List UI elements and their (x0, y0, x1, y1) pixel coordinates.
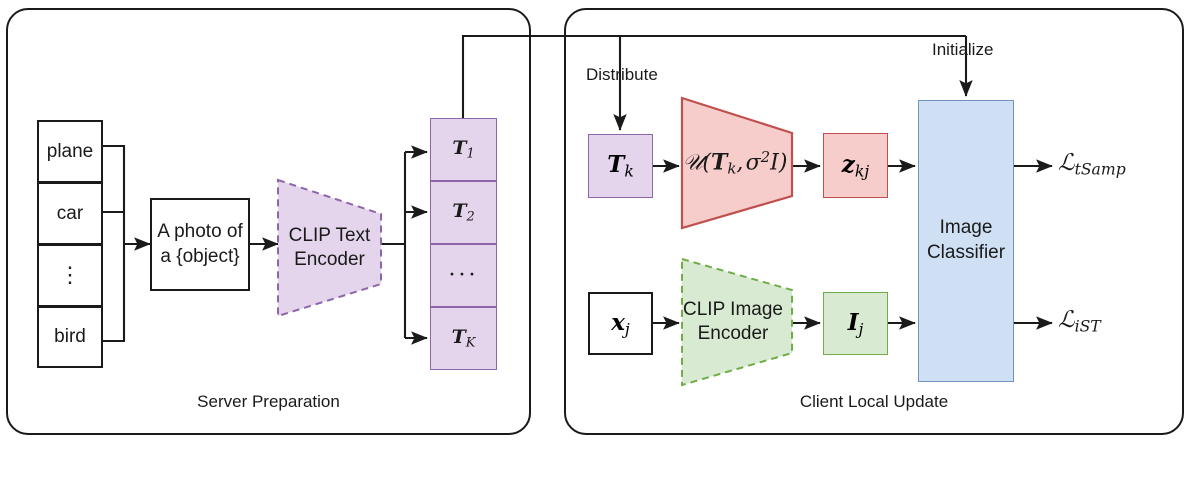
prompt-line-1: A photo of (157, 220, 243, 242)
T1-glyph: T1 (452, 137, 475, 162)
prompt-line-2: a {object} (160, 245, 240, 267)
image-feature-box: Ij (823, 292, 888, 355)
prompt-template-box: A photo of a {object} (150, 198, 250, 291)
text-feature-TK: TK (430, 307, 497, 370)
panel-client-local-update (564, 8, 1184, 435)
class-label-car: car (37, 182, 103, 244)
loss-ist-sub: iST (1074, 316, 1101, 336)
zkj-glyph: zkj (841, 150, 870, 181)
panel-server-caption: Server Preparation (197, 392, 340, 411)
gaussian-sampler-shape (680, 96, 794, 230)
clip-text-encoder-shape (276, 178, 383, 318)
client-text-feature-box: Tk (588, 134, 653, 198)
panel-server-preparation (6, 8, 531, 435)
T2-glyph: T2 (452, 200, 475, 225)
loss-tsamp: ℒtSamp (1058, 150, 1126, 178)
edge-label-initialize: Initialize (932, 40, 994, 59)
text-feature-T1: T1 (430, 118, 497, 181)
classifier-line-2: Classifier (926, 242, 1006, 263)
edge-label-distribute: Distribute (586, 65, 658, 84)
Tk-glyph: Tk (607, 151, 634, 181)
loss-tsamp-sub: tSamp (1074, 159, 1126, 179)
loss-ist-symbol: ℒ (1058, 307, 1075, 333)
panel-client-caption: Client Local Update (799, 392, 949, 411)
class-label-bird: bird (37, 306, 103, 368)
vertical-ellipsis-glyph: ⋮ (59, 262, 81, 288)
sampled-feature-box: zkj (823, 133, 888, 198)
text-feature-ellipsis: ··· (430, 244, 497, 307)
loss-tsamp-symbol: ℒ (1058, 150, 1075, 176)
classifier-line-1: Image (939, 217, 993, 239)
Ij-glyph: Ij (847, 308, 864, 339)
image-input-box: xj (588, 292, 653, 355)
clip-image-encoder-shape (680, 257, 794, 387)
text-feature-T2: T2 (430, 181, 497, 244)
class-label-ellipsis: ⋮ (37, 244, 103, 306)
image-classifier-box: Image Classifier (918, 100, 1014, 382)
xj-glyph: xj (611, 308, 630, 339)
class-label-plane: plane (37, 120, 103, 182)
loss-ist: ℒiST (1058, 307, 1101, 335)
horizontal-ellipsis-glyph: ··· (448, 263, 479, 288)
TK-glyph: TK (451, 326, 476, 351)
